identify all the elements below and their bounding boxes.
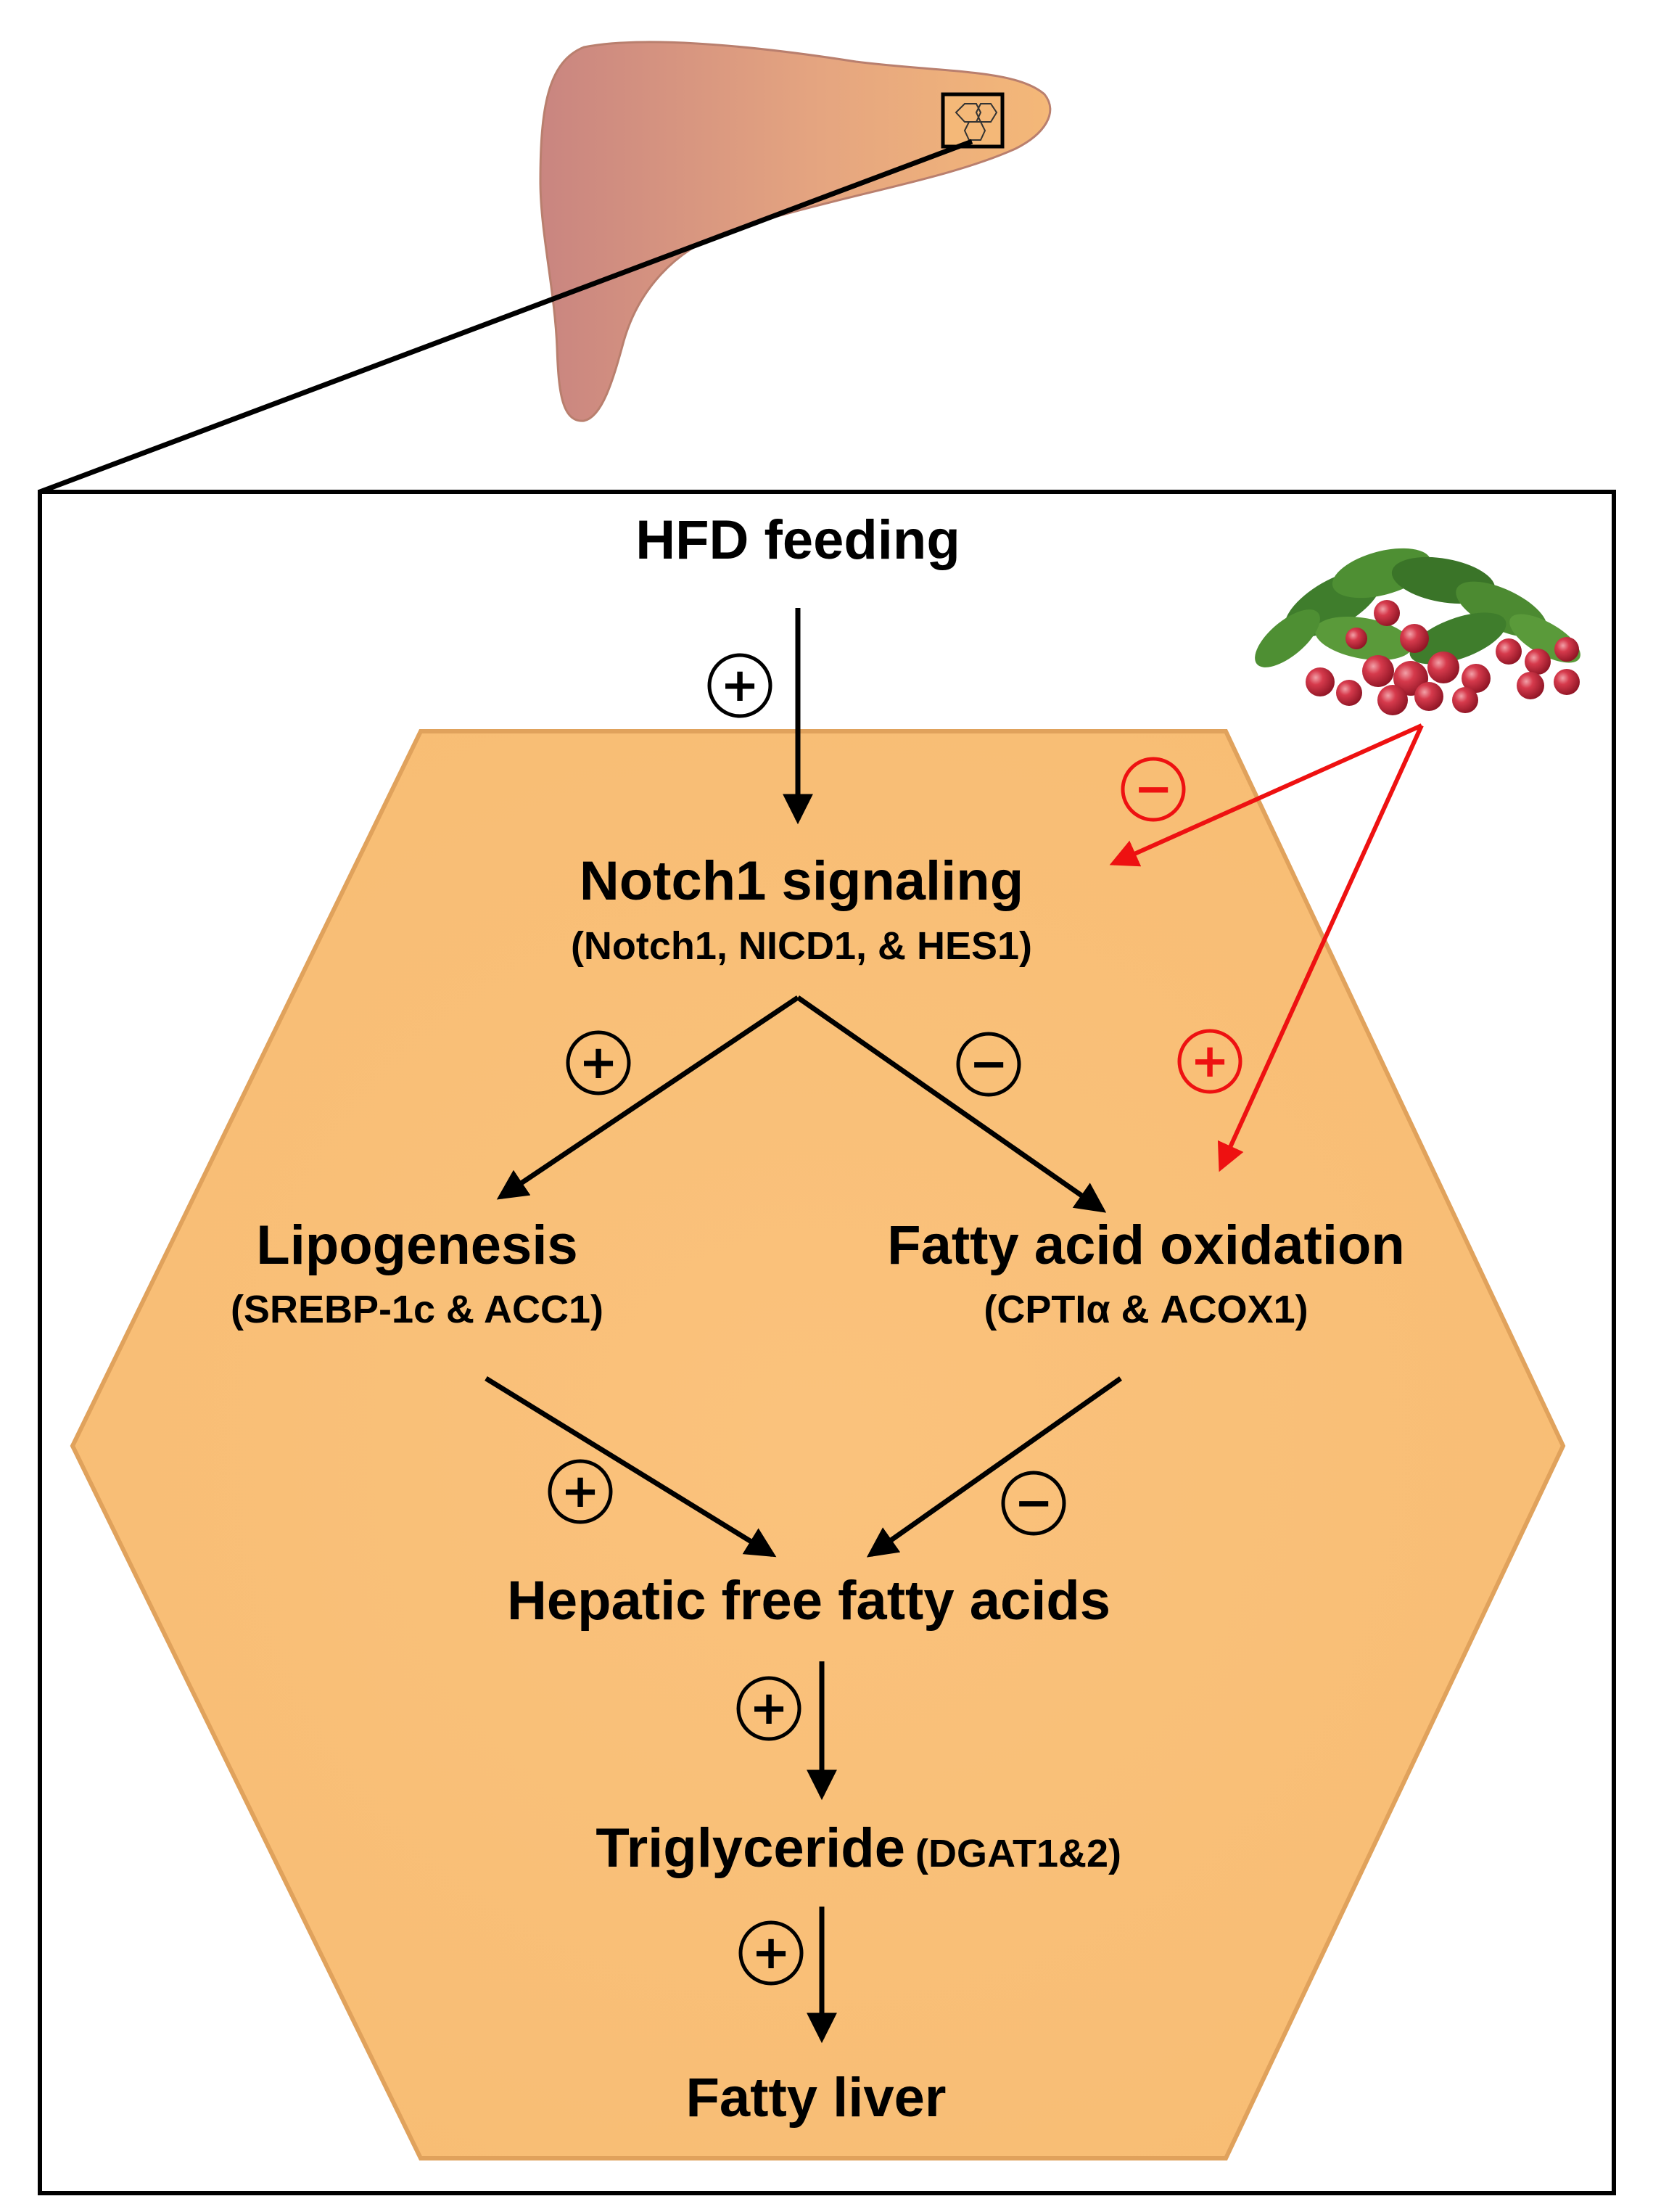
svg-text:−: − (969, 1037, 1008, 1091)
hepatocyte-hexagon (70, 729, 1566, 2160)
svg-text:+: + (579, 1036, 618, 1090)
hepatocyte-inset-icon (941, 92, 1005, 149)
svg-text:+: + (749, 1682, 788, 1735)
lingonberry-icon (1255, 548, 1580, 715)
hfd-feeding-label: HFD feeding (635, 509, 960, 571)
zoom-line-left (38, 139, 973, 495)
sign-fao-ffa-minus: − (1001, 1471, 1066, 1536)
notch-signaling-title: Notch1 signaling (580, 850, 1023, 912)
sign-fao-minus: − (956, 1032, 1021, 1097)
red-arrow-to-notch (1109, 723, 1423, 867)
red-sign-fao-plus: + (1177, 1029, 1242, 1094)
notch-signaling-subtitle: (Notch1, NICD1, & HES1) (571, 924, 1032, 968)
sign-lipo-ffa-plus: + (548, 1459, 613, 1524)
sign-tg-liver-plus: + (738, 1920, 804, 1986)
zoom-frame (38, 490, 1616, 2195)
sign-hfd-plus: + (707, 653, 772, 718)
red-arrow-to-fao (1217, 724, 1424, 1172)
fatty-acid-oxidation-title: Fatty acid oxidation (887, 1214, 1405, 1276)
hepatic-ffa-label: Hepatic free fatty acids (507, 1570, 1110, 1632)
fatty-liver-label: Fatty liver (685, 2067, 946, 2129)
red-sign-notch-minus: − (1121, 757, 1186, 822)
svg-text:+: + (720, 659, 759, 712)
lipogenesis-title: Lipogenesis (256, 1214, 577, 1276)
triglyceride-label: Triglyceride (595, 1817, 905, 1879)
arrow-lipogenesis-to-ffa (485, 1376, 777, 1558)
fatty-acid-oxidation-subtitle: (CPTIα & ACOX1) (984, 1288, 1308, 1331)
arrow-fao-to-ffa (866, 1376, 1123, 1558)
svg-text:+: + (561, 1465, 600, 1518)
lipogenesis-subtitle: (SREBP-1c & ACC1) (231, 1288, 603, 1331)
svg-text:+: + (1190, 1035, 1229, 1088)
arrow-notch-to-fao (796, 995, 1107, 1213)
arrow-notch-to-lipogenesis (496, 995, 799, 1200)
triglyceride-subtitle: (DGAT1&2) (915, 1832, 1121, 1875)
sign-ffa-tg-plus: + (736, 1676, 801, 1741)
svg-text:−: − (1134, 762, 1173, 816)
svg-text:−: − (1014, 1476, 1053, 1530)
svg-text:+: + (751, 1926, 791, 1980)
sign-lipogenesis-plus: + (566, 1030, 631, 1095)
